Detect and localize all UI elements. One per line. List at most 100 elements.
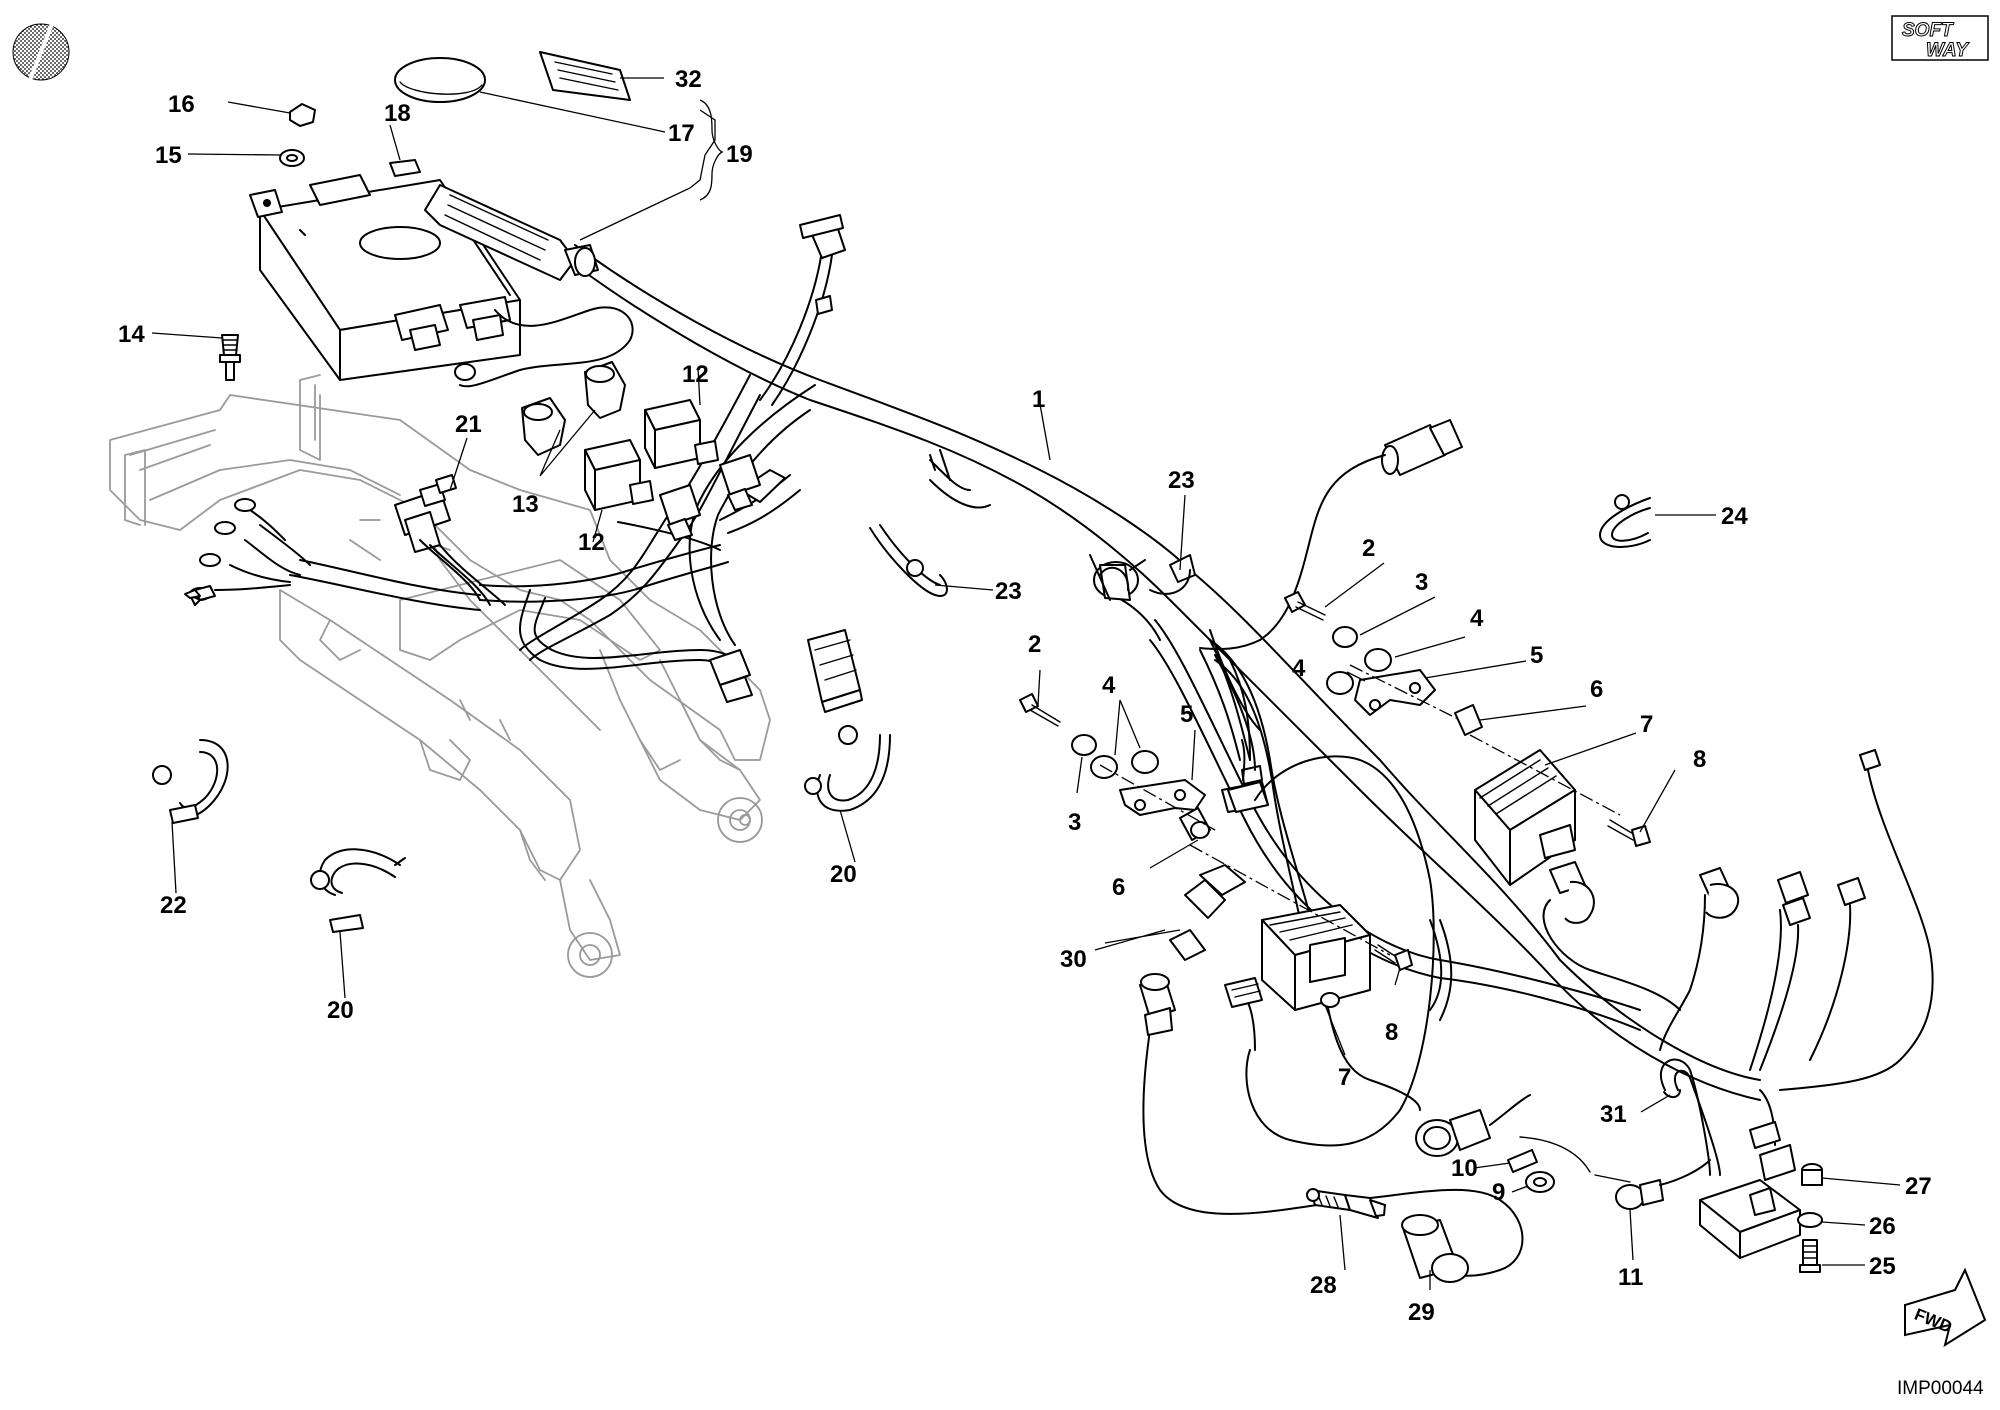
speed-sensor-cable xyxy=(1139,973,1524,1277)
logo-line2: WAY xyxy=(1926,40,1970,61)
callout-12-lower: 12 xyxy=(578,529,605,556)
callout-24: 24 xyxy=(1721,503,1748,530)
cylindrical-sensor xyxy=(1401,1214,1469,1283)
top-connector xyxy=(759,214,846,406)
callout-13: 13 xyxy=(512,491,539,518)
callout-17: 17 xyxy=(668,120,695,147)
side-connector xyxy=(1227,739,1269,813)
callout-2-right: 2 xyxy=(1362,535,1375,562)
harness-clip-20-left xyxy=(310,848,406,933)
callout-26: 26 xyxy=(1869,1213,1896,1240)
callout-4-right: 4 xyxy=(1470,605,1484,632)
callout-29: 29 xyxy=(1408,1299,1435,1326)
spark-plug-cap-right xyxy=(1659,867,1740,1051)
softway-logo: SOFT WAY xyxy=(1891,15,1989,62)
bolt-right xyxy=(1284,591,1326,621)
callout-1: 1 xyxy=(1032,386,1045,413)
callout-23-left: 23 xyxy=(995,578,1022,605)
cover-cap xyxy=(394,57,486,103)
callout-9: 9 xyxy=(1492,1179,1505,1206)
injector-connectors xyxy=(1749,749,1934,1091)
washer-and-grommets-right xyxy=(1326,626,1392,695)
callout-5-right: 5 xyxy=(1530,642,1543,669)
callout-10: 10 xyxy=(1451,1155,1478,1182)
callout-4-left: 4 xyxy=(1102,672,1116,699)
callout-28: 28 xyxy=(1310,1272,1337,1299)
washer-and-grommets-left xyxy=(1071,734,1159,779)
multi-connector-center xyxy=(709,629,863,713)
coil-bolt-lower xyxy=(1374,944,1413,971)
callout-4-mid: 4 xyxy=(1292,655,1306,682)
callout-23-upper: 23 xyxy=(1168,467,1195,494)
callout-25: 25 xyxy=(1869,1253,1896,1280)
callout-6-left: 6 xyxy=(1112,874,1125,901)
callout-7-lower: 7 xyxy=(1338,1064,1351,1091)
callout-31: 31 xyxy=(1600,1101,1627,1128)
logo-line1: SOFT xyxy=(1902,20,1954,41)
bolt-left xyxy=(1019,693,1061,727)
callout-14: 14 xyxy=(118,321,145,348)
callout-8-upper: 8 xyxy=(1693,746,1706,773)
callout-30: 30 xyxy=(1060,946,1087,973)
ignition-coil-lower xyxy=(1261,904,1371,1011)
callout-2-left: 2 xyxy=(1028,631,1041,658)
callout-16: 16 xyxy=(168,91,195,118)
temperature-sensor xyxy=(1306,1188,1386,1219)
coil-bolt-upper xyxy=(1607,819,1651,847)
harness-clip-24 xyxy=(1599,494,1651,548)
harness-clip-20-center xyxy=(804,725,891,812)
bracket-left xyxy=(1119,779,1206,816)
label-plate xyxy=(539,51,631,101)
round-connector xyxy=(1415,1094,1531,1157)
callout-19: 19 xyxy=(726,141,753,168)
relay-covers xyxy=(521,361,626,456)
fuse-holder xyxy=(1507,1136,1631,1193)
callout-labels: 1 2 2 3 3 4 4 4 5 5 6 6 7 7 8 8 9 10 11 … xyxy=(118,66,1932,1326)
mounting-screw xyxy=(1797,1163,1823,1273)
callout-22: 22 xyxy=(160,892,187,919)
small-sensor xyxy=(1169,864,1246,961)
pressure-sensor xyxy=(1699,1089,1801,1259)
left-connector-group xyxy=(394,474,506,606)
bracket-right xyxy=(1354,669,1436,716)
callout-5-left: 5 xyxy=(1180,701,1193,728)
callout-7-upper: 7 xyxy=(1640,711,1653,738)
callout-3-right: 3 xyxy=(1415,569,1428,596)
spark-plug-cap-left xyxy=(1542,861,1681,1011)
relay-lower xyxy=(584,439,654,511)
main-wiring-harness xyxy=(184,244,1761,1111)
harness-clip-22 xyxy=(152,739,229,824)
spacer-right xyxy=(1454,704,1483,736)
coil-cable-loop xyxy=(1224,755,1435,1147)
leader-lines xyxy=(151,77,1901,1290)
relay-sockets xyxy=(659,454,761,541)
spacer-left xyxy=(1179,807,1211,841)
sensor-connector-right xyxy=(1199,639,1256,771)
nut-washer xyxy=(279,103,316,167)
bracket-brace-19 xyxy=(699,99,724,201)
callout-11: 11 xyxy=(1618,1264,1643,1291)
ignition-coil-upper xyxy=(1474,749,1576,886)
rear-subframe xyxy=(109,374,771,978)
callout-12-upper: 12 xyxy=(682,361,709,388)
callout-18: 18 xyxy=(384,100,411,127)
stud-bolt xyxy=(219,334,241,381)
callout-27: 27 xyxy=(1905,1173,1932,1200)
corner-marker-icon xyxy=(12,23,70,81)
diagnostic-connector xyxy=(1615,1159,1711,1210)
callout-21: 21 xyxy=(455,411,482,438)
forward-direction-badge: FWD xyxy=(1904,1267,1987,1348)
chip-part xyxy=(389,159,421,177)
callout-20-center: 20 xyxy=(830,861,857,888)
harness-clip-upper xyxy=(1099,554,1196,595)
right-top-connector xyxy=(1199,419,1463,650)
callout-32: 32 xyxy=(675,66,702,93)
callout-6-right: 6 xyxy=(1590,676,1603,703)
callout-20-left: 20 xyxy=(327,997,354,1024)
callout-15: 15 xyxy=(155,142,182,169)
drawing-code: IMP00044 xyxy=(1897,1378,1984,1399)
relay-upper xyxy=(644,399,719,469)
callout-8-lower: 8 xyxy=(1385,1019,1398,1046)
vacuum-hose xyxy=(1659,1058,1721,1176)
